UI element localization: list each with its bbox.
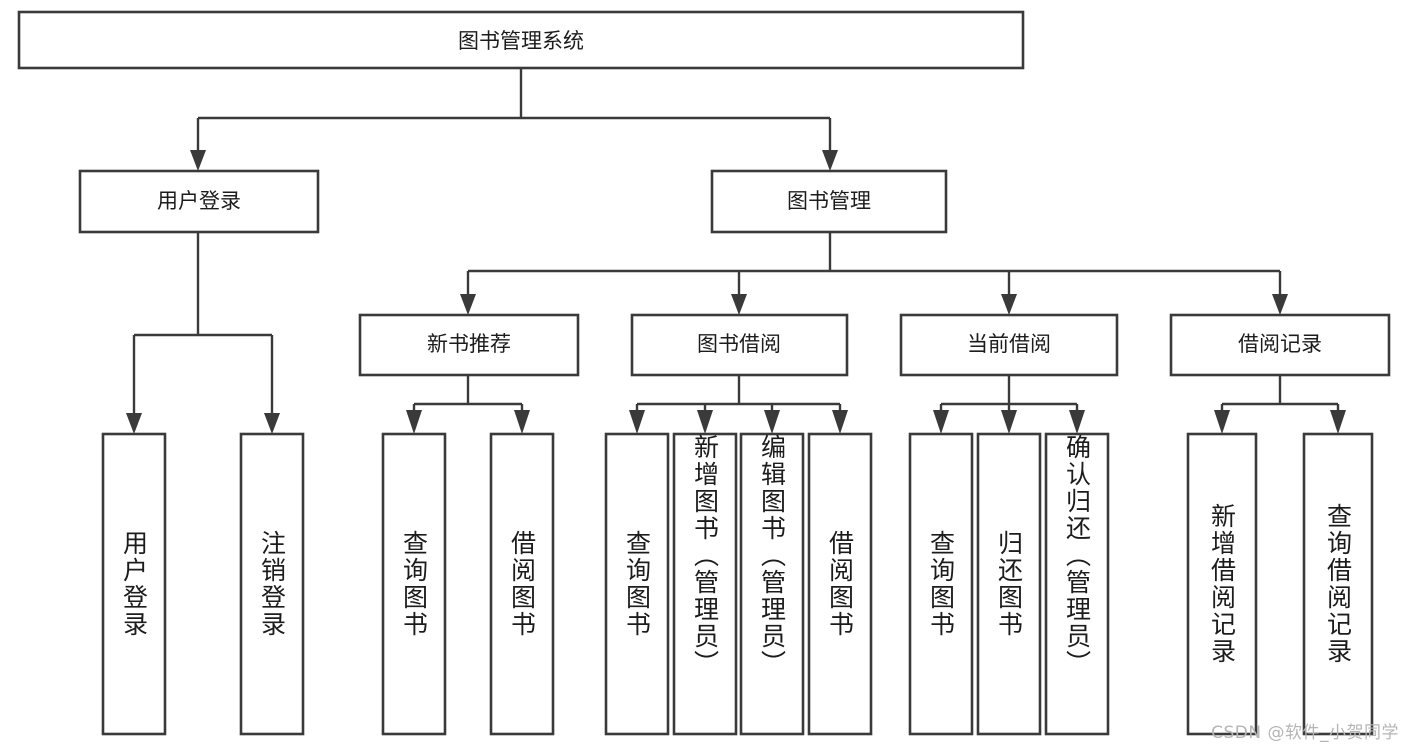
node-new-book[interactable]: 新书推荐 — [358, 313, 580, 377]
arrow-new-book-c2 — [514, 410, 530, 434]
node-book-mgmt[interactable]: 图书管理 — [710, 169, 948, 234]
leaf-box-new-book-0[interactable] — [381, 432, 447, 736]
arrow-user-login-c1 — [126, 413, 142, 434]
connector-group-book-borrow — [629, 375, 848, 434]
node-user-login-label: 用户登录 — [157, 189, 241, 213]
node-borrow-record[interactable]: 借阅记录 — [1169, 313, 1391, 377]
arrow-current-borrow-c2 — [1001, 410, 1017, 434]
arrow-book-borrow-c2 — [697, 410, 713, 434]
leaf-box-current-borrow-2[interactable] — [1044, 432, 1110, 736]
leaf-box-user-login-0[interactable] — [101, 432, 167, 736]
arrow-borrow-record-c1 — [1214, 410, 1230, 434]
arrow-book-mgmt-c4 — [1272, 294, 1288, 315]
node-borrow-record-label: 借阅记录 — [1238, 332, 1322, 356]
node-root[interactable]: 图书管理系统 — [17, 10, 1025, 70]
leaf-box-book-borrow-3[interactable] — [807, 432, 873, 736]
node-current-borrow[interactable]: 当前借阅 — [899, 313, 1119, 377]
leaf-box-new-book-1[interactable] — [489, 432, 555, 736]
node-new-book-label: 新书推荐 — [427, 332, 511, 356]
leaf-group-current-borrow — [908, 432, 1110, 736]
arrow-current-borrow-c3 — [1069, 410, 1085, 434]
connector-group-new-book — [406, 375, 530, 434]
arrow-user-login-c2 — [264, 413, 280, 434]
node-new-book-box[interactable] — [358, 313, 580, 377]
leaf-group-new-book — [381, 432, 555, 736]
leaf-group-book-borrow — [604, 432, 873, 736]
leaf-box-current-borrow-1[interactable] — [976, 432, 1042, 736]
arrow-current-borrow-c1 — [933, 410, 949, 434]
leaf-box-book-borrow-2[interactable] — [739, 432, 805, 736]
arrow-borrow-record-c2 — [1330, 410, 1346, 434]
node-user-login-box[interactable] — [78, 169, 320, 234]
arrow-root-to-user-login — [190, 150, 206, 171]
arrow-book-borrow-c3 — [764, 410, 780, 434]
leaf-group-borrow-record — [1186, 432, 1374, 736]
arrow-new-book-c1 — [406, 410, 422, 434]
connector-group-current-borrow — [933, 375, 1085, 434]
node-book-borrow-label: 图书借阅 — [697, 332, 781, 356]
leaf-box-borrow-record-1[interactable] — [1302, 432, 1374, 736]
leaf-box-borrow-record-0[interactable] — [1186, 432, 1258, 736]
node-current-borrow-label: 当前借阅 — [967, 332, 1051, 356]
node-user-login[interactable]: 用户登录 — [78, 169, 320, 234]
arrow-book-borrow-c1 — [629, 410, 645, 434]
node-book-mgmt-box[interactable] — [710, 169, 948, 234]
node-book-borrow-box[interactable] — [630, 313, 849, 377]
leaf-box-user-login-1[interactable] — [239, 432, 305, 736]
arrow-book-mgmt-c1 — [460, 294, 476, 315]
connector-group-book-mgmt — [460, 232, 1288, 315]
arrow-book-mgmt-c3 — [1001, 294, 1017, 315]
arrow-book-mgmt-c2 — [731, 294, 747, 315]
node-root-box[interactable] — [17, 10, 1025, 70]
node-book-mgmt-label: 图书管理 — [787, 189, 871, 213]
watermark-label: CSDN @软件_小贺同学 — [1211, 723, 1399, 743]
leaf-group-user-login — [101, 432, 305, 736]
node-root-label: 图书管理系统 — [458, 29, 584, 53]
node-borrow-record-box[interactable] — [1169, 313, 1391, 377]
connector-group-user-login — [126, 232, 280, 434]
leaf-box-book-borrow-1[interactable] — [672, 432, 738, 736]
node-current-borrow-box[interactable] — [899, 313, 1119, 377]
arrow-book-borrow-c4 — [832, 410, 848, 434]
leaf-box-book-borrow-0[interactable] — [604, 432, 670, 736]
arrow-root-to-book-mgmt — [822, 150, 838, 171]
connector-group-borrow-record — [1214, 375, 1346, 434]
node-book-borrow[interactable]: 图书借阅 — [630, 313, 849, 377]
connector-group-root — [190, 68, 838, 171]
leaf-box-current-borrow-0[interactable] — [908, 432, 974, 736]
